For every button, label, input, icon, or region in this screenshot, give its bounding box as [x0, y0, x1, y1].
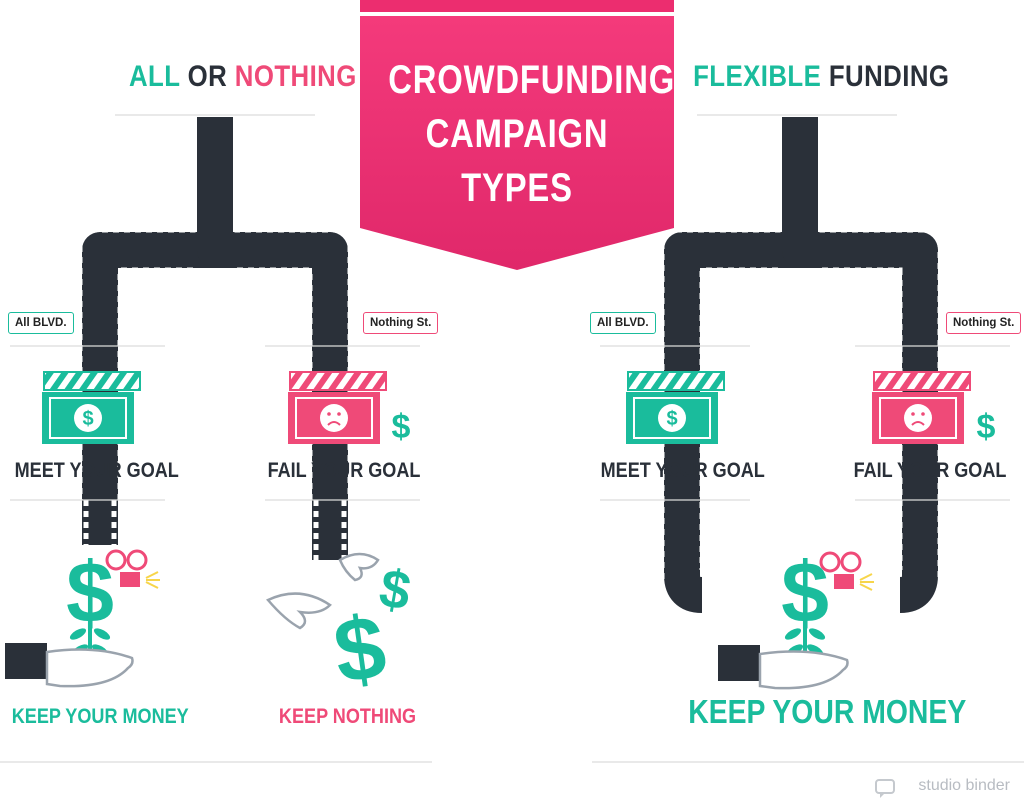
running-dollar-icon: $: [392, 408, 411, 446]
keep-money-right-label: KEEP YOUR MONEY: [688, 693, 967, 730]
svg-text:$: $: [977, 408, 996, 446]
sign-nothing-st-right: Nothing St.: [946, 312, 1022, 334]
clapperboard-fail-left: $: [288, 371, 411, 446]
speech-bubble-icon: [875, 779, 895, 798]
film-road-right: [659, 117, 943, 613]
film-reel-camera-icon: [105, 549, 160, 589]
heading-funding: FUNDING: [828, 60, 950, 93]
sign-all-blvd-right: All BLVD.: [590, 312, 656, 334]
svg-text:$: $: [375, 558, 415, 622]
clapperboard-meet-left: $: [42, 371, 141, 444]
clapperboard-meet-right: $: [626, 371, 725, 444]
banner-line-2: CAMPAIGN: [425, 112, 609, 156]
keep-nothing-label: KEEP NOTHING: [278, 705, 417, 728]
sign-nothing-st-left: Nothing St.: [363, 312, 439, 334]
banner-line-1: CROWDFUNDING: [388, 58, 676, 102]
hand-icon: [5, 643, 134, 688]
heading-all: ALL: [129, 60, 180, 93]
svg-text:$: $: [666, 408, 677, 430]
money-plant-right: $: [718, 545, 874, 690]
heading-nothing: NOTHING: [234, 60, 357, 93]
dollar-icon: $: [82, 408, 93, 430]
meet-goal-right-label: MEET YOUR GOAL: [600, 459, 765, 482]
fail-goal-right-label: FAIL YOUR GOAL: [853, 459, 1007, 482]
banner-line-3: TYPES: [461, 166, 573, 210]
wings-icon: [265, 552, 380, 630]
film-road-left: [77, 117, 353, 560]
flying-money: $ $: [265, 552, 415, 703]
money-plant-left: $: [5, 545, 160, 688]
title-banner: [360, 0, 674, 270]
heading-or: OR: [187, 60, 228, 93]
divider-lines: [0, 114, 1024, 763]
all-or-nothing-heading: ALL OR NOTHING: [129, 60, 356, 94]
meet-goal-left-label: MEET YOUR GOAL: [14, 459, 179, 482]
sign-all-blvd-left: All BLVD.: [8, 312, 74, 334]
keep-money-left-label: KEEP YOUR MONEY: [11, 705, 189, 728]
fail-goal-left-label: FAIL YOUR GOAL: [267, 459, 421, 482]
flexible-funding-heading: FLEXIBLE FUNDING: [693, 60, 949, 94]
heading-flexible: FLEXIBLE: [693, 60, 822, 93]
studio-binder-brand: studio binder: [918, 777, 1010, 794]
clapperboard-fail-right: $: [872, 371, 996, 446]
